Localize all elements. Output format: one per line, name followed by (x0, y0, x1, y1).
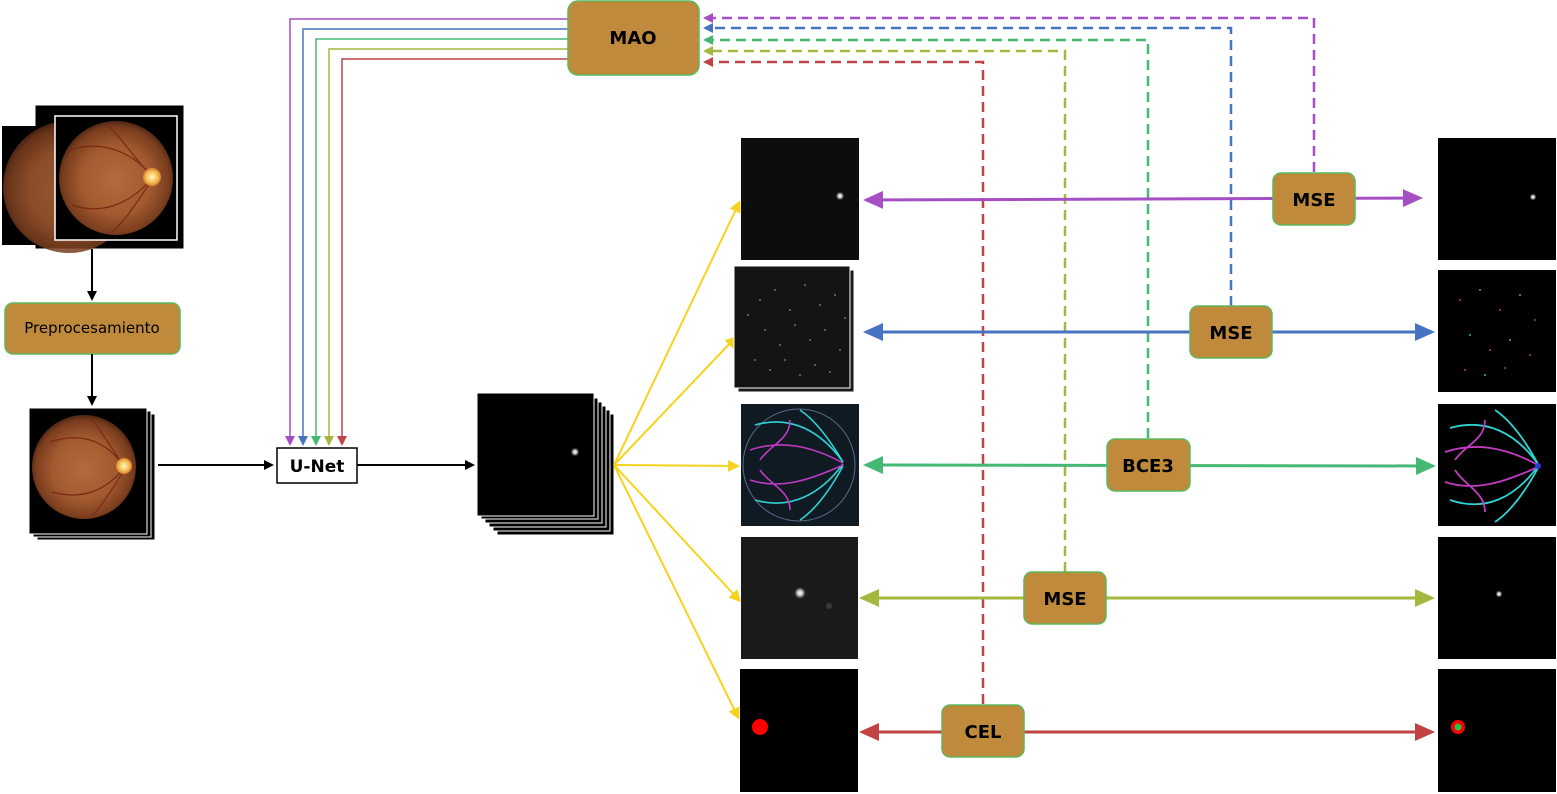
target-fovea-heatmap (1438, 537, 1556, 659)
loss-box-od-segmentation: CEL (941, 704, 1025, 758)
mao-box: MAO (567, 0, 700, 76)
weight-line-olive (324, 48, 568, 446)
weight-line-green (311, 38, 568, 446)
fundus-image-icon (59, 121, 173, 235)
target-lesions (1438, 270, 1556, 392)
branch-arrow-fovea (613, 464, 742, 603)
heatmap-dot-icon (1529, 193, 1537, 201)
vessel-tree-icon (742, 408, 856, 522)
heatmap-dot-icon (793, 586, 807, 600)
output-stack (476, 392, 615, 536)
weight-line-red (337, 58, 568, 446)
target-od-heatmap (1438, 138, 1556, 260)
mao-to-unet-lines (285, 18, 568, 446)
heatmap-dot-icon (1495, 590, 1503, 598)
heatmap-dot-icon (570, 447, 580, 457)
prediction-od-segmentation (740, 669, 858, 792)
scattered-dots-icon (747, 284, 846, 376)
vessel-tree-icon (1444, 409, 1541, 523)
branch-arrow-od-heatmap (613, 200, 741, 466)
preprocessed-fundus-stack (28, 407, 156, 541)
loss-label-lesions: MSE (1209, 323, 1252, 344)
loss-label-fovea: MSE (1043, 589, 1086, 610)
weight-line-purple (285, 18, 568, 446)
heatmap-dot-icon (835, 191, 845, 201)
prediction-lesions (733, 265, 855, 393)
loss-box-fovea: MSE (1023, 571, 1107, 625)
feedback-line-fovea (703, 46, 1067, 572)
loss-box-od-heatmap: MSE (1272, 172, 1356, 226)
preprocess-label: Preprocesamiento (24, 319, 159, 337)
preprocess-box: Preprocesamiento (4, 302, 181, 355)
feedback-line-vessels (703, 35, 1150, 438)
feedback-line-od-segmentation (703, 57, 985, 704)
branch-arrow-od-segmentation (613, 464, 740, 720)
loss-box-lesions: MSE (1189, 305, 1273, 359)
weight-line-blue (298, 28, 568, 446)
output-branches (613, 200, 742, 720)
feedback-line-lesions (703, 23, 1233, 306)
prediction-od-heatmap (741, 138, 859, 260)
loss-label-od-heatmap: MSE (1292, 190, 1335, 211)
target-od-segmentation (1438, 669, 1556, 792)
branch-arrow-lesions (613, 335, 738, 466)
loss-box-vessels: BCE3 (1106, 438, 1191, 492)
target-vessels (1438, 404, 1556, 526)
scattered-dots-icon (1459, 289, 1536, 376)
loss-feedback-lines (703, 13, 1316, 704)
loss-label-vessels: BCE3 (1122, 456, 1174, 477)
prediction-fovea-heatmap (741, 537, 858, 659)
fundus-image-icon (32, 415, 136, 519)
input-fundus-stack (2, 104, 185, 253)
prediction-vessels (741, 404, 859, 526)
red-blob-icon (752, 719, 768, 735)
loss-label-od-segmentation: CEL (965, 722, 1002, 743)
unet-box: U-Net (276, 447, 358, 484)
unet-label: U-Net (290, 457, 345, 477)
feedback-line-od-heatmap (703, 13, 1316, 172)
mao-label: MAO (609, 28, 656, 49)
branch-arrow-vessels (613, 459, 740, 472)
